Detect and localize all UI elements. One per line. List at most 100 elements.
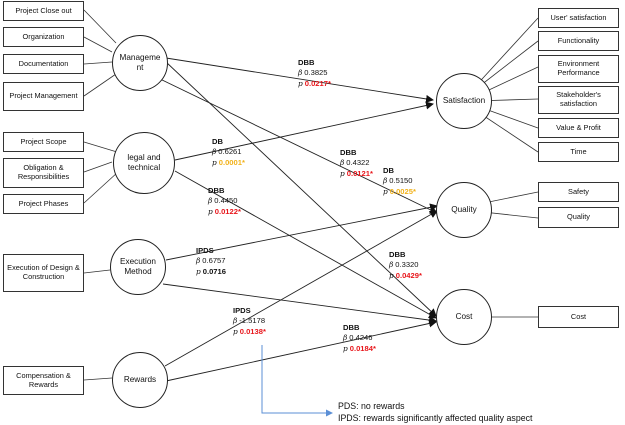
coef-label: DBB	[298, 58, 315, 67]
coef-label: DB	[212, 137, 223, 146]
indicator-project-management: Project Management	[3, 82, 84, 111]
p-symbol: p	[212, 157, 217, 167]
coef-beta: 0.6261	[218, 147, 242, 157]
coef-p-value: 0.0429*	[395, 270, 422, 280]
coef-beta: 0.4322	[346, 158, 370, 168]
coef-beta: 0.3825	[304, 68, 328, 78]
indicator-project-scope: Project Scope	[3, 132, 84, 152]
coef-label: DBB	[340, 148, 357, 157]
indicator-environment-performance: Environment Performance	[538, 55, 619, 83]
indicator-documentation: Documentation	[3, 54, 84, 74]
coef-label: IPDS	[233, 306, 251, 315]
coef-label: DBB	[343, 323, 360, 332]
p-symbol: p	[233, 326, 238, 336]
coef-p-value: 0.0217*	[304, 78, 331, 88]
construct-execution-method: Execution Method	[110, 239, 166, 295]
p-symbol: p	[298, 78, 303, 88]
edge-organization-management	[83, 36, 113, 53]
path-management-satisfaction	[165, 57, 434, 103]
p-symbol: p	[208, 206, 213, 216]
coef-label: DBB	[389, 250, 406, 259]
p-symbol: p	[196, 266, 201, 276]
coef-p-value: 0.0001*	[218, 157, 245, 167]
indicator-functionality: Functionality	[538, 31, 619, 51]
indicator-cost: Cost	[538, 306, 619, 328]
coef-p-value: 0.0716	[202, 266, 226, 276]
construct-satisfaction: Satisfaction	[436, 73, 492, 129]
path-rewards-quality	[164, 210, 438, 367]
note-pointer-arrow	[261, 345, 333, 417]
note-ipds: IPDS: rewards significantly affected qua…	[338, 413, 533, 423]
coef-p-value: 0.0025*	[389, 186, 416, 196]
indicator-value-profit: Value & Profit	[538, 118, 619, 138]
path-legal-cost	[174, 170, 437, 319]
edge-documentation-management	[83, 61, 113, 65]
p-symbol: p	[389, 270, 394, 280]
path-rewards-cost	[165, 319, 437, 382]
indicator-obligation: Obligation & Responsibilities	[3, 158, 84, 188]
path-legal-satisfaction	[174, 101, 434, 161]
construct-cost: Cost	[436, 289, 492, 345]
edge-scope-legal	[83, 141, 118, 153]
beta-symbol: β	[208, 196, 213, 206]
construct-quality: Quality	[436, 182, 492, 238]
edge-satisfaction-user	[471, 17, 539, 91]
indicator-time: Time	[538, 142, 619, 162]
edge-execdesign-execution	[83, 269, 111, 274]
indicator-stakeholder-satisfaction: Stakeholder's satisfaction	[538, 86, 619, 114]
indicator-safety: Safety	[538, 182, 619, 202]
path-execution-cost	[162, 283, 437, 325]
beta-symbol: β	[343, 333, 348, 343]
coef-beta: 0.4450	[214, 196, 238, 206]
beta-symbol: β	[340, 158, 345, 168]
beta-symbol: β	[212, 147, 217, 157]
coef-label: DB	[383, 166, 394, 175]
p-symbol: p	[343, 343, 348, 353]
edge-closeout-management	[83, 9, 117, 44]
indicator-quality: Quality	[538, 207, 619, 228]
p-symbol: p	[383, 186, 388, 196]
coef-p-value: 0.0122*	[214, 206, 241, 216]
construct-legal-technical: legal and technical	[113, 132, 175, 194]
note-pds: PDS: no rewards	[338, 401, 405, 411]
p-symbol: p	[340, 168, 345, 178]
edge-phases-legal	[83, 171, 119, 204]
indicator-project-close-out: Project Close out	[3, 1, 84, 21]
coef-beta: -1.5178	[239, 316, 266, 326]
indicator-compensation: Compensation & Rewards	[3, 366, 84, 395]
construct-rewards: Rewards	[112, 352, 168, 408]
edge-obligation-legal	[83, 161, 113, 173]
coef-beta: 0.4246	[349, 333, 373, 343]
coef-p-value: 0.0121*	[346, 168, 373, 178]
coef-label: DBB	[208, 186, 225, 195]
coef-label: IPDS	[196, 246, 214, 255]
path-execution-quality	[165, 203, 438, 261]
indicator-user-satisfaction: User' satisfaction	[538, 8, 619, 28]
coef-p-value: 0.0184*	[349, 343, 376, 353]
indicator-execution-design: Execution of Design & Construction	[3, 254, 84, 292]
beta-symbol: β	[389, 260, 394, 270]
path-management-quality	[157, 77, 438, 214]
coef-beta: 0.5150	[389, 176, 413, 186]
edge-projmgmt-management	[83, 73, 117, 97]
beta-symbol: β	[233, 316, 238, 326]
construct-management: Management	[112, 35, 168, 91]
coef-beta: 0.3320	[395, 260, 419, 270]
edge-compensation-rewards	[83, 377, 113, 381]
indicator-organization: Organization	[3, 27, 84, 47]
coef-beta: 0.6757	[202, 256, 226, 266]
beta-symbol: β	[298, 68, 303, 78]
path-management-cost	[165, 61, 437, 317]
beta-symbol: β	[383, 176, 388, 186]
coef-p-value: 0.0138*	[239, 326, 266, 336]
indicator-project-phases: Project Phases	[3, 194, 84, 214]
